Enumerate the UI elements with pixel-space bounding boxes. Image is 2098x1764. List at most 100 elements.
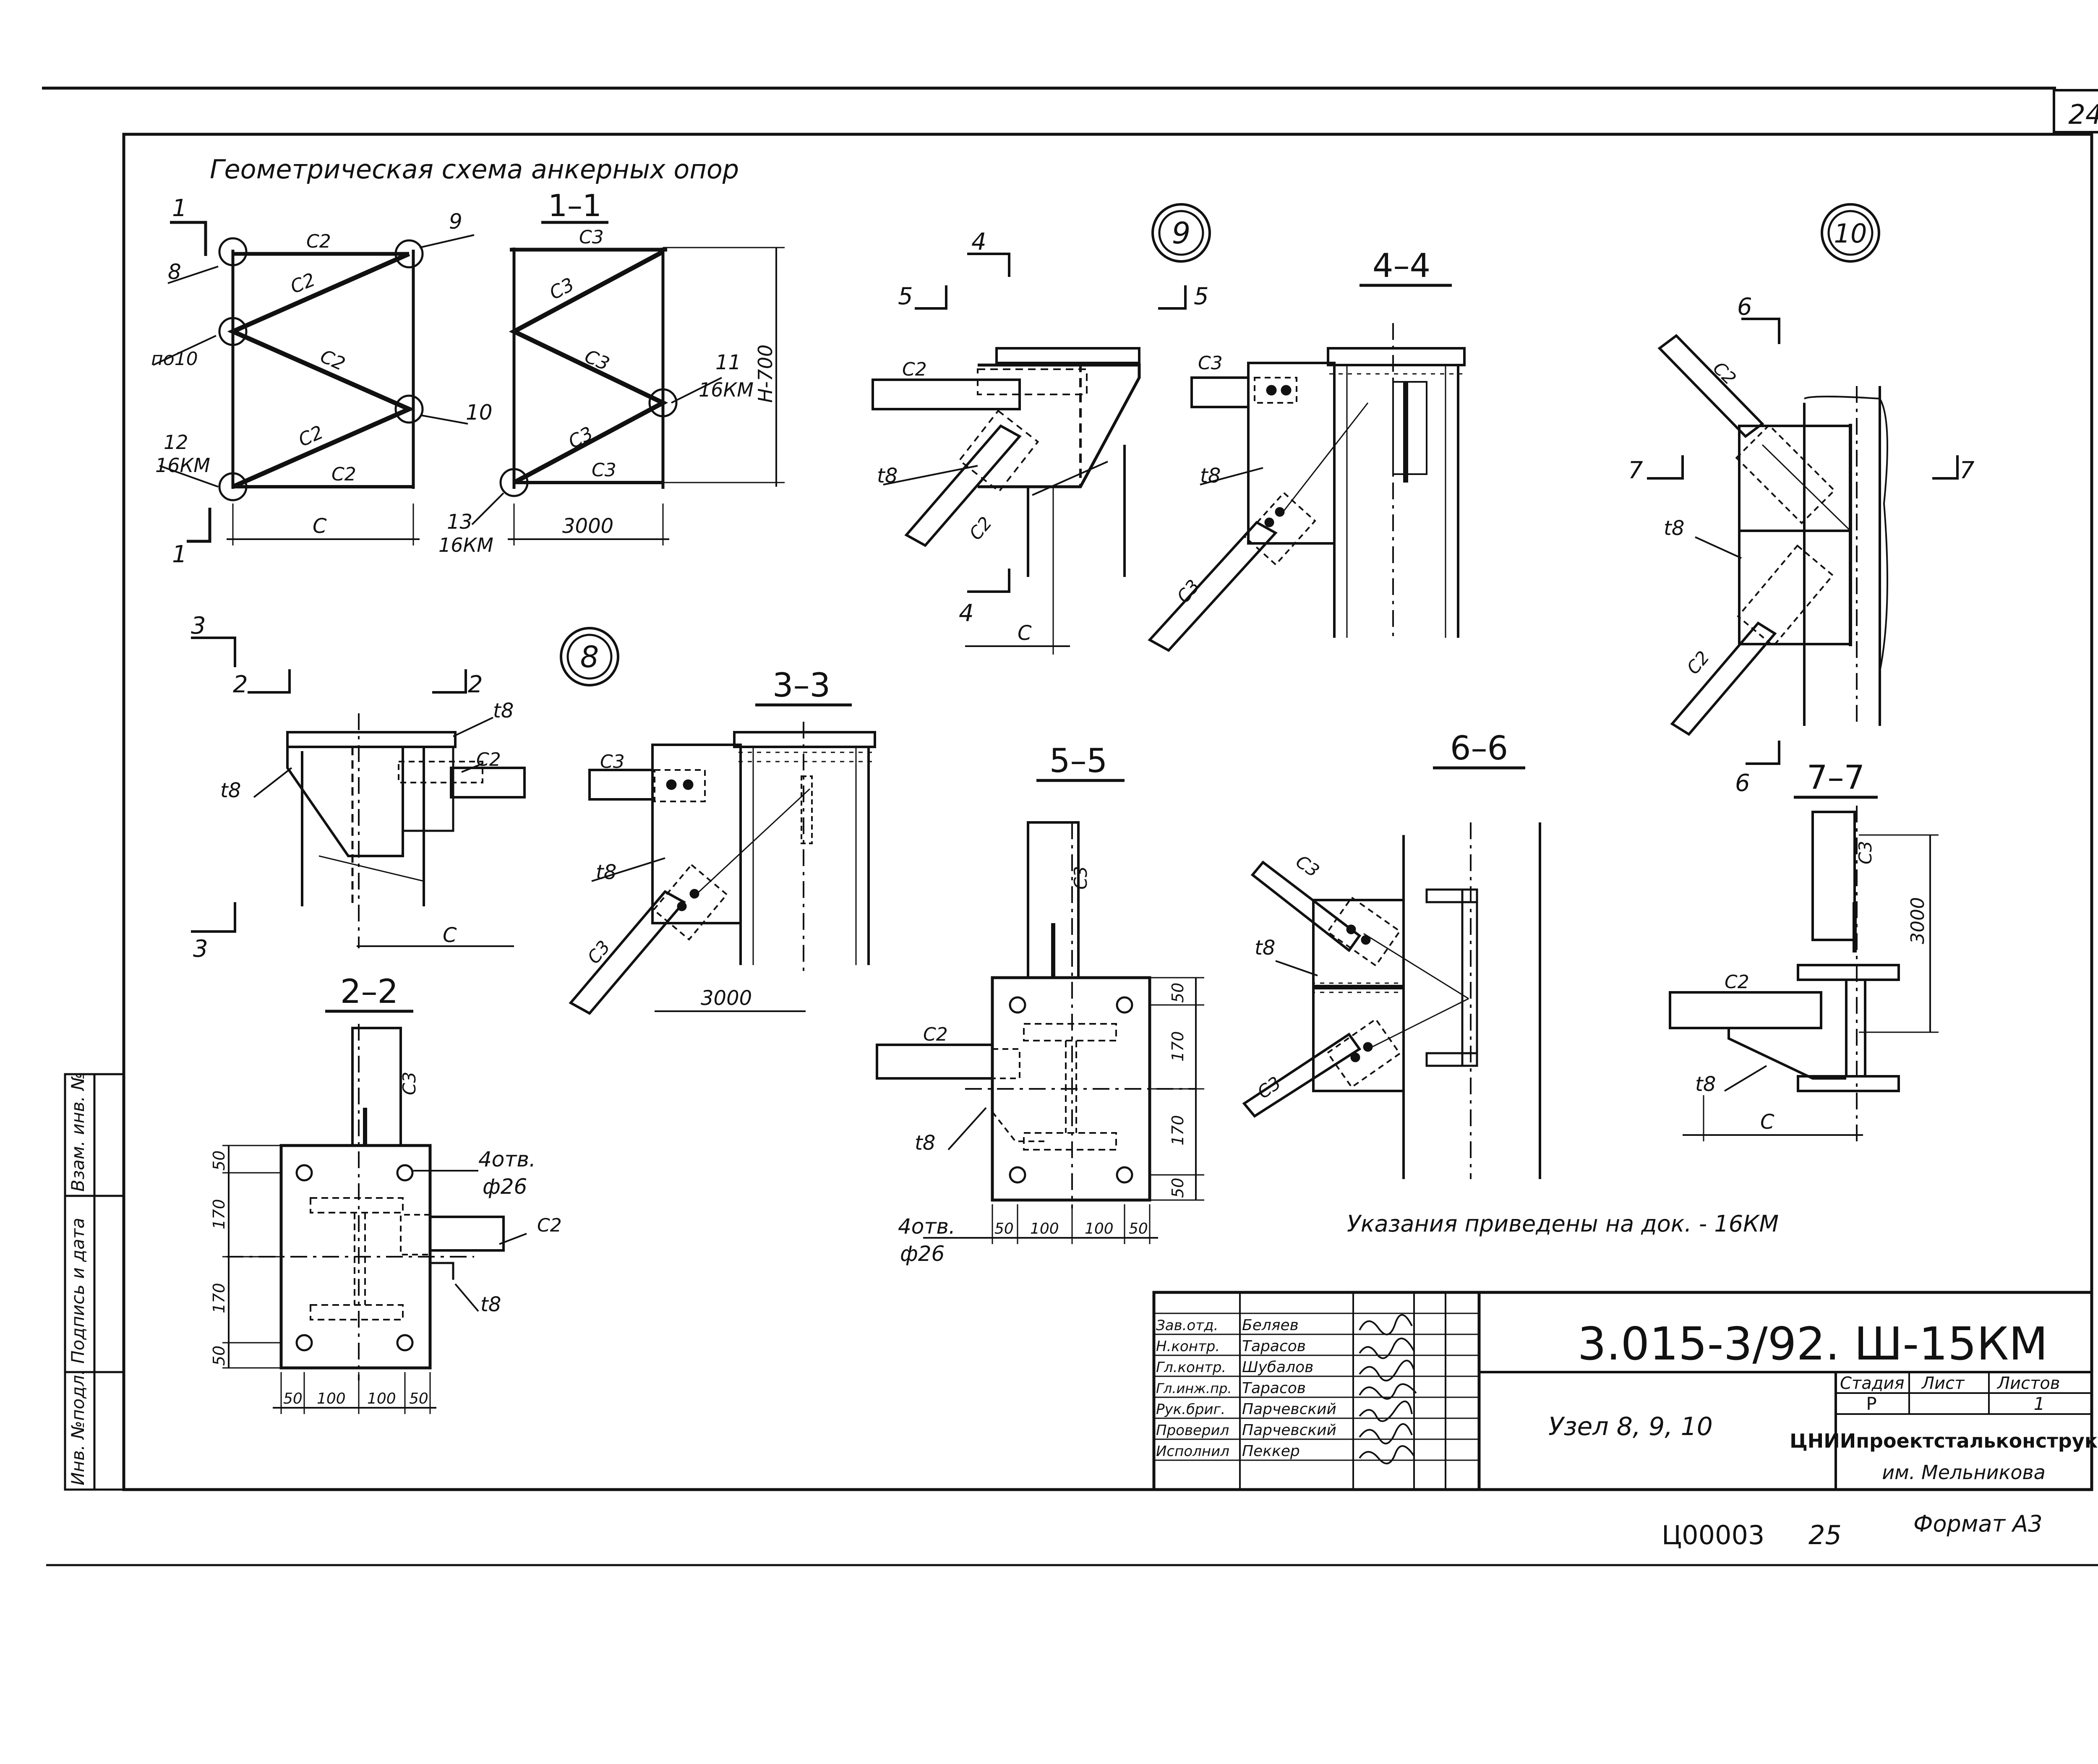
section-1-1-title: 1–1 — [548, 188, 602, 223]
node-8-cut2-right: 2 — [468, 671, 483, 698]
s22-member-top: С3 — [399, 1072, 420, 1095]
sheet-frame — [42, 86, 2098, 1566]
node-8-badge — [560, 627, 619, 686]
s33-plate: t8 — [596, 861, 616, 884]
node-9-dim: С — [1018, 621, 1032, 645]
s55-dim-h2: 100 — [1030, 1220, 1059, 1237]
s11-member-diag2: С3 — [582, 345, 613, 375]
side-stamp-inv: Инв. №подл. — [68, 1370, 88, 1485]
s22-dim-h2: 100 — [317, 1390, 346, 1407]
role-label: Гл.инж.пр. — [1156, 1380, 1232, 1396]
node-9-cut5-left: 5 — [898, 283, 913, 310]
s11-node-13-doc: 16КМ — [438, 534, 493, 556]
section-4-4-title: 4–4 — [1373, 247, 1430, 285]
section-6-6-detail — [1242, 822, 1541, 1179]
node-10-detail — [1647, 318, 1959, 765]
footer-inv: Ц00003 — [1662, 1520, 1764, 1550]
side-stamp — [64, 1073, 125, 1491]
s77-member-side: С2 — [1725, 971, 1749, 993]
s33-dim: 3000 — [701, 986, 752, 1010]
node-9-cut4-bottom: 4 — [959, 600, 974, 627]
footer-format: Формат А3 — [1913, 1511, 2043, 1537]
node-8-member: С2 — [476, 749, 501, 770]
doc-code: 3.015-3/92. Ш-15КМ — [1577, 1318, 2048, 1370]
node-8-cut3-top: 3 — [191, 612, 206, 639]
section-2-2-title: 2–2 — [340, 973, 398, 1011]
s55-dim-v1: 50 — [1169, 983, 1187, 1003]
node-10-plate: t8 — [1664, 517, 1684, 540]
schema-node-12-doc: 16КМ — [155, 454, 210, 477]
node-10-badge — [1821, 203, 1880, 263]
s22-dim-v4: 50 — [210, 1346, 228, 1366]
node-10-brace-bottom: С2 — [1683, 647, 1714, 678]
role-name: Парчевский — [1242, 1401, 1336, 1418]
org-sub: им. Мельникова — [1882, 1461, 2046, 1484]
sheets-value: 1 — [2034, 1393, 2045, 1414]
node-8-cut3-bottom: 3 — [193, 935, 208, 963]
node-9-detail — [872, 253, 1187, 655]
section-4-4-detail — [1148, 323, 1466, 652]
s22-holes: 4отв. — [478, 1147, 536, 1172]
s11-member-bottom: С3 — [592, 459, 616, 481]
schema-dim-c: С — [313, 514, 327, 538]
section-5-5-detail — [876, 821, 1204, 1244]
s11-node-13: 13 — [447, 510, 472, 534]
side-stamp-sign: Подпись и дата — [68, 1218, 88, 1364]
s11-member-top: С3 — [579, 227, 604, 248]
role-label: Гл.контр. — [1156, 1359, 1226, 1376]
footer-copy: 25 — [1808, 1520, 1842, 1550]
s66-brace-bottom: С3 — [1254, 1072, 1285, 1103]
node-9-badge — [1151, 203, 1211, 263]
role-label: Зав.отд. — [1156, 1317, 1218, 1334]
s44-brace: С3 — [1173, 576, 1204, 607]
s33-chord: С3 — [600, 751, 625, 772]
sheets-label: Листов — [1996, 1374, 2060, 1393]
section-3-3-title: 3–3 — [772, 667, 830, 705]
s11-member-diag3: С3 — [565, 423, 597, 453]
s44-plate: t8 — [1200, 464, 1221, 488]
node-10-badge-label: 10 — [1834, 218, 1867, 249]
title-block — [1152, 1291, 2093, 1491]
note-text: Указания приведены на док. - 16КМ — [1347, 1211, 1779, 1237]
role-name: Тарасов — [1242, 1380, 1306, 1397]
s55-member-top: С3 — [1070, 866, 1091, 890]
s22-member-side: С2 — [537, 1215, 562, 1236]
node-8-dim: С — [443, 924, 457, 947]
s55-dim-h1: 50 — [994, 1220, 1014, 1237]
schema-node-8: 8 — [168, 260, 181, 284]
stage-value: Р — [1866, 1393, 1876, 1414]
s22-hole-dia: ф26 — [483, 1174, 527, 1199]
s77-member-top: С3 — [1855, 841, 1876, 864]
node-title: Узел 8, 9, 10 — [1548, 1412, 1713, 1441]
node-9-badge-label: 9 — [1172, 216, 1191, 251]
node-8-plate-right: t8 — [493, 699, 514, 723]
schema-node-9: 9 — [449, 209, 462, 234]
node-9-cut4: 4 — [971, 228, 986, 256]
s55-dim-h3: 100 — [1085, 1220, 1114, 1237]
s22-dim-h4: 50 — [409, 1390, 428, 1407]
schema-member-bottom: С2 — [331, 464, 356, 485]
s11-width-dim: 3000 — [562, 514, 613, 538]
s55-dim-v2: 170 — [1169, 1031, 1187, 1062]
s55-dim-h4: 50 — [1129, 1220, 1148, 1237]
role-name: Пеккер — [1242, 1443, 1300, 1460]
s55-dim-v4: 50 — [1169, 1178, 1187, 1198]
role-name: Беляев — [1242, 1317, 1299, 1334]
s44-chord: С3 — [1198, 352, 1223, 374]
node-9-plate: t8 — [877, 464, 898, 488]
s22-plate: t8 — [480, 1293, 501, 1316]
geometry-schema — [153, 221, 475, 545]
stage-label: Стадия — [1840, 1374, 1904, 1393]
node-8-cut2-left: 2 — [233, 671, 248, 698]
node-9-chord: С2 — [902, 359, 927, 380]
side-stamp-replace: Взам. инв. № — [68, 1072, 88, 1192]
node-10-cut6-top: 6 — [1737, 293, 1752, 321]
s66-brace-top: С3 — [1292, 851, 1323, 881]
s55-holes: 4отв. — [898, 1214, 955, 1239]
section-7-7-detail — [1669, 806, 1939, 1141]
schema-node-12: 12 — [164, 431, 188, 454]
s55-member-side: С2 — [923, 1024, 948, 1045]
s22-dim-v3: 170 — [210, 1283, 228, 1313]
s22-dim-h3: 100 — [367, 1390, 396, 1407]
role-name: Шубалов — [1242, 1359, 1313, 1376]
